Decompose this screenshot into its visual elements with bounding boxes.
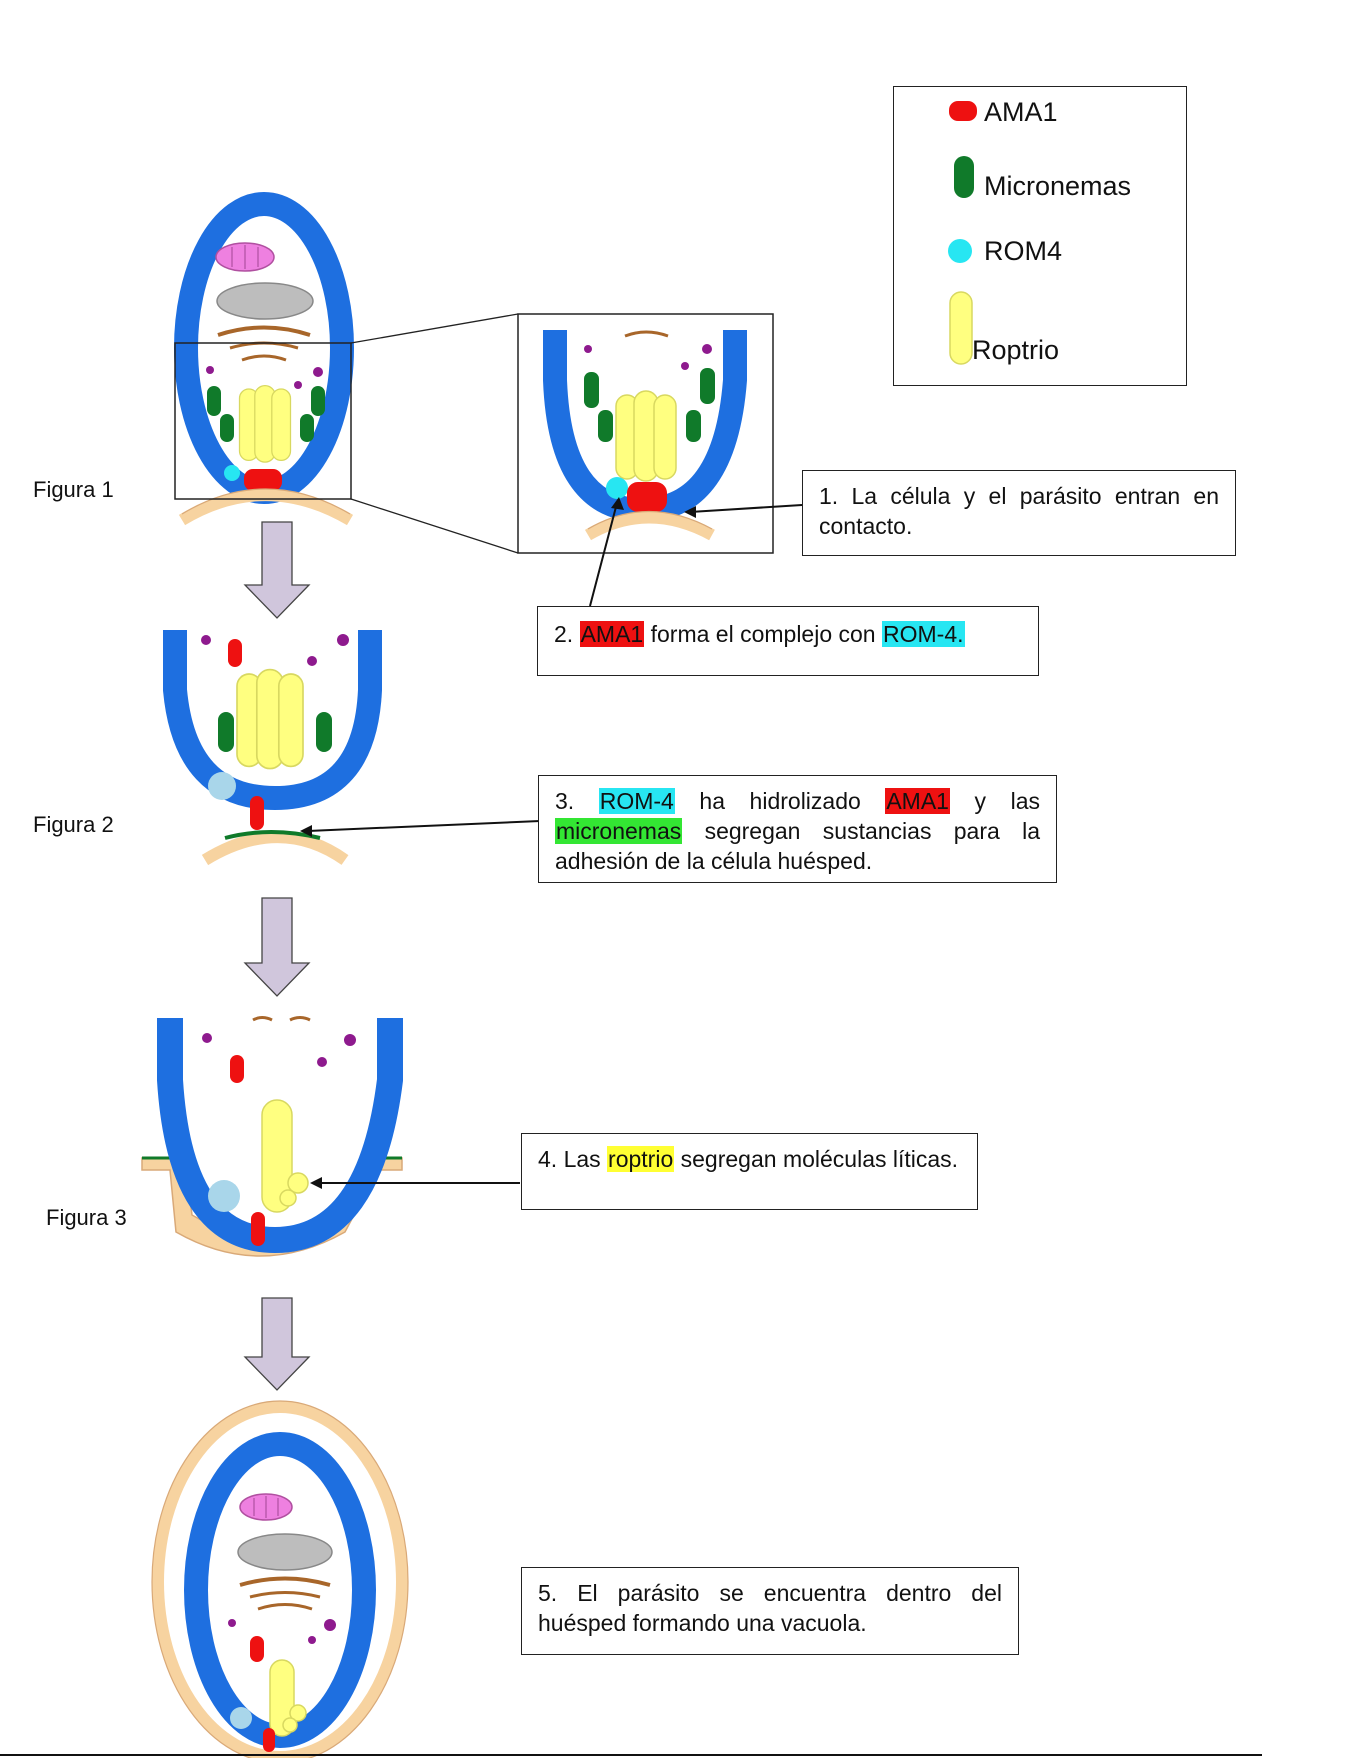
micronema-icon	[954, 156, 974, 198]
legend-label-micronemas: Micronemas	[984, 171, 1132, 201]
note-2: 2. AMA1 forma el complejo con ROM-4.	[537, 606, 1039, 676]
note-4: 4. Las roptrio segregan moléculas lítica…	[521, 1133, 978, 1210]
fig3-roptrio	[261, 1099, 293, 1213]
note-3-prefix: 3.	[555, 788, 599, 814]
roptrio-icon	[949, 291, 973, 365]
zoom-rom4	[606, 477, 628, 499]
figure-1-label: Figura 1	[33, 477, 114, 502]
legend: AMA1 Micronemas ROM4 Roptrio	[893, 86, 1187, 386]
note-3-ama1: AMA1	[885, 788, 950, 814]
zoom-inset	[517, 313, 774, 554]
fig3-ama1	[251, 1212, 265, 1246]
fig2-membrane	[163, 630, 382, 811]
zoom-connector-bottom	[350, 498, 519, 554]
note-3-mid1: ha hidrolizado	[674, 788, 886, 814]
zoom-ama1	[627, 482, 667, 512]
note-1: 1. La célula y el parásito entran en con…	[802, 470, 1236, 556]
zoom-region-box	[174, 342, 352, 500]
fig1-roptrio	[238, 384, 292, 463]
fig2-rom4	[208, 772, 236, 800]
zoom-roptrio	[615, 390, 677, 482]
note-4-rest: segregan moléculas líticas.	[674, 1146, 959, 1172]
note-2-ama1: AMA1	[579, 621, 645, 647]
note-2-rom4: ROM-4.	[882, 621, 965, 647]
note-5: 5. El parásito se encuentra dentro del h…	[521, 1567, 1019, 1655]
note-3-micronemas: micronemas	[555, 818, 683, 844]
note-3: 3. ROM-4 ha hidrolizado AMA1 y las micro…	[538, 775, 1057, 883]
note-3-rest: segregan sustancias para la adhesión de …	[555, 818, 1040, 874]
fig1-micronema	[207, 386, 221, 416]
fig1-golgi	[217, 325, 311, 337]
note-3-mid2: y las	[949, 788, 1040, 814]
zoom-host-cell	[584, 511, 715, 541]
fig2-roptrio	[236, 668, 304, 770]
note-3-rom4: ROM-4	[598, 788, 675, 814]
fig2-ama1-free	[228, 639, 242, 667]
figure-3-label: Figura 3	[46, 1205, 127, 1230]
ama1-icon	[949, 101, 977, 121]
fig1-host-cell	[178, 489, 354, 526]
fig3-membrane	[157, 1018, 403, 1254]
note-1-text: 1. La célula y el parásito entran en con…	[819, 483, 1219, 539]
legend-label-roptrio: Roptrio	[972, 335, 1060, 365]
pointer-note-2	[589, 502, 618, 607]
pointer-note-1	[689, 504, 803, 513]
figure-2-label: Figura 2	[33, 812, 114, 837]
note-2-mid: forma el complejo con	[644, 621, 882, 647]
figure-3-parasite	[141, 1016, 403, 1257]
fig1-ama1	[244, 469, 282, 491]
pointer-note-3	[307, 820, 541, 832]
fig2-ama1	[250, 796, 264, 830]
flow-arrow-3	[243, 1297, 311, 1391]
note-5-text: 5. El parásito se encuentra dentro del h…	[538, 1580, 1002, 1636]
fig1-rom4	[224, 465, 240, 481]
fig1-nucleus	[216, 282, 314, 320]
note-4-roptrio: roptrio	[607, 1146, 675, 1172]
fig2-host-cell	[201, 831, 349, 866]
rom4-icon	[948, 239, 972, 263]
legend-label-ama1: AMA1	[984, 97, 1058, 127]
flow-arrow-2	[243, 897, 311, 997]
zoom-connector-top	[350, 313, 519, 344]
figure-4-vacuole	[151, 1400, 409, 1758]
fig3-rom4	[208, 1180, 240, 1212]
note-2-prefix: 2.	[554, 621, 580, 647]
figure-1-parasite	[174, 192, 354, 526]
flow-arrow-1	[243, 521, 311, 619]
note-4-prefix: 4. Las	[538, 1146, 608, 1172]
figure-2-parasite	[163, 630, 382, 866]
legend-label-rom4: ROM4	[984, 236, 1063, 266]
